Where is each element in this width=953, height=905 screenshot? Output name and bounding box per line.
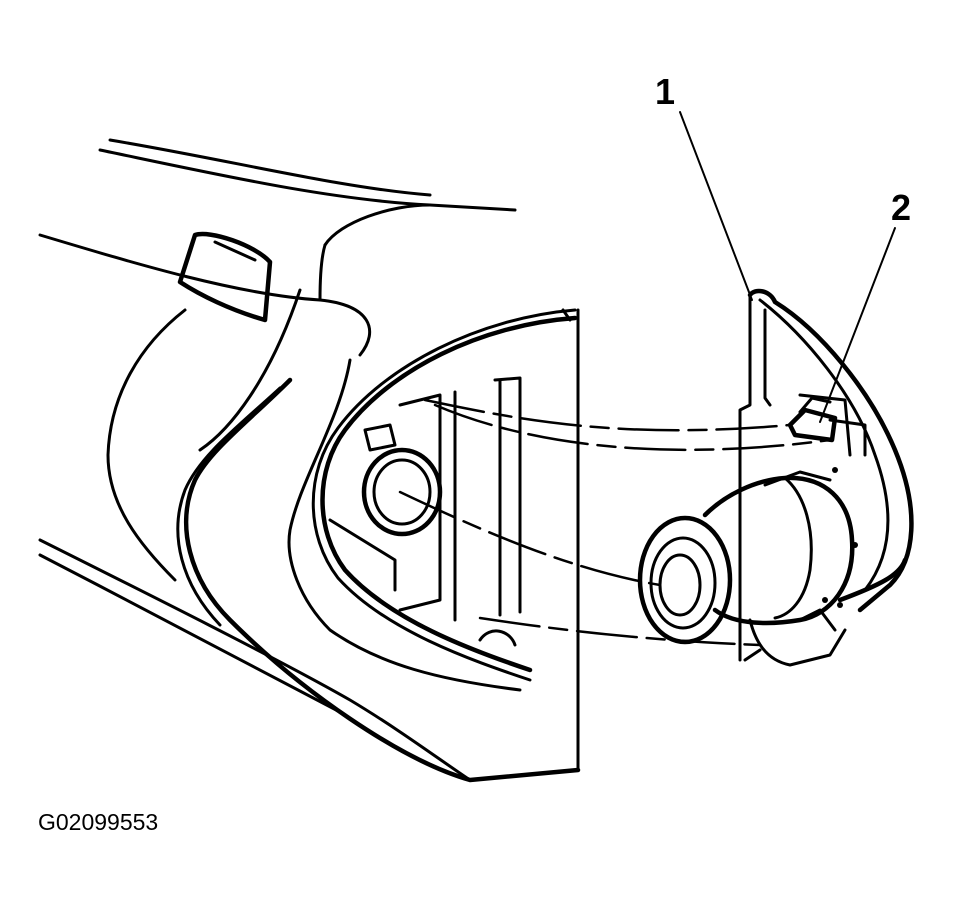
inlet-hole-outer-ring [361,447,443,537]
callout-number-1: 1 [655,71,676,112]
housing-outer-edge [747,288,914,613]
callout-number-2: 2 [891,187,912,228]
housing-pocket [738,288,914,667]
retainer-clip [787,407,838,443]
body-upper-edge-line [98,148,517,212]
installation-paths [398,398,832,647]
leader-line-2 [819,227,896,423]
grommet-bore [658,553,702,617]
filler-opening [311,308,578,682]
neck-body [702,475,855,626]
bumper-lower-edge [183,377,581,783]
opening-outer-rim [320,315,578,673]
figure-code-label: G02099553 [38,809,159,835]
vehicle-body [38,138,581,783]
body-crease-line [38,233,371,357]
filler-neck-grommet [637,470,855,645]
side-marker-lamp [177,231,273,323]
leader-line-1 [679,111,753,301]
housing-lower-lip [837,557,908,603]
inlet-hole-inner-ring [372,458,432,526]
